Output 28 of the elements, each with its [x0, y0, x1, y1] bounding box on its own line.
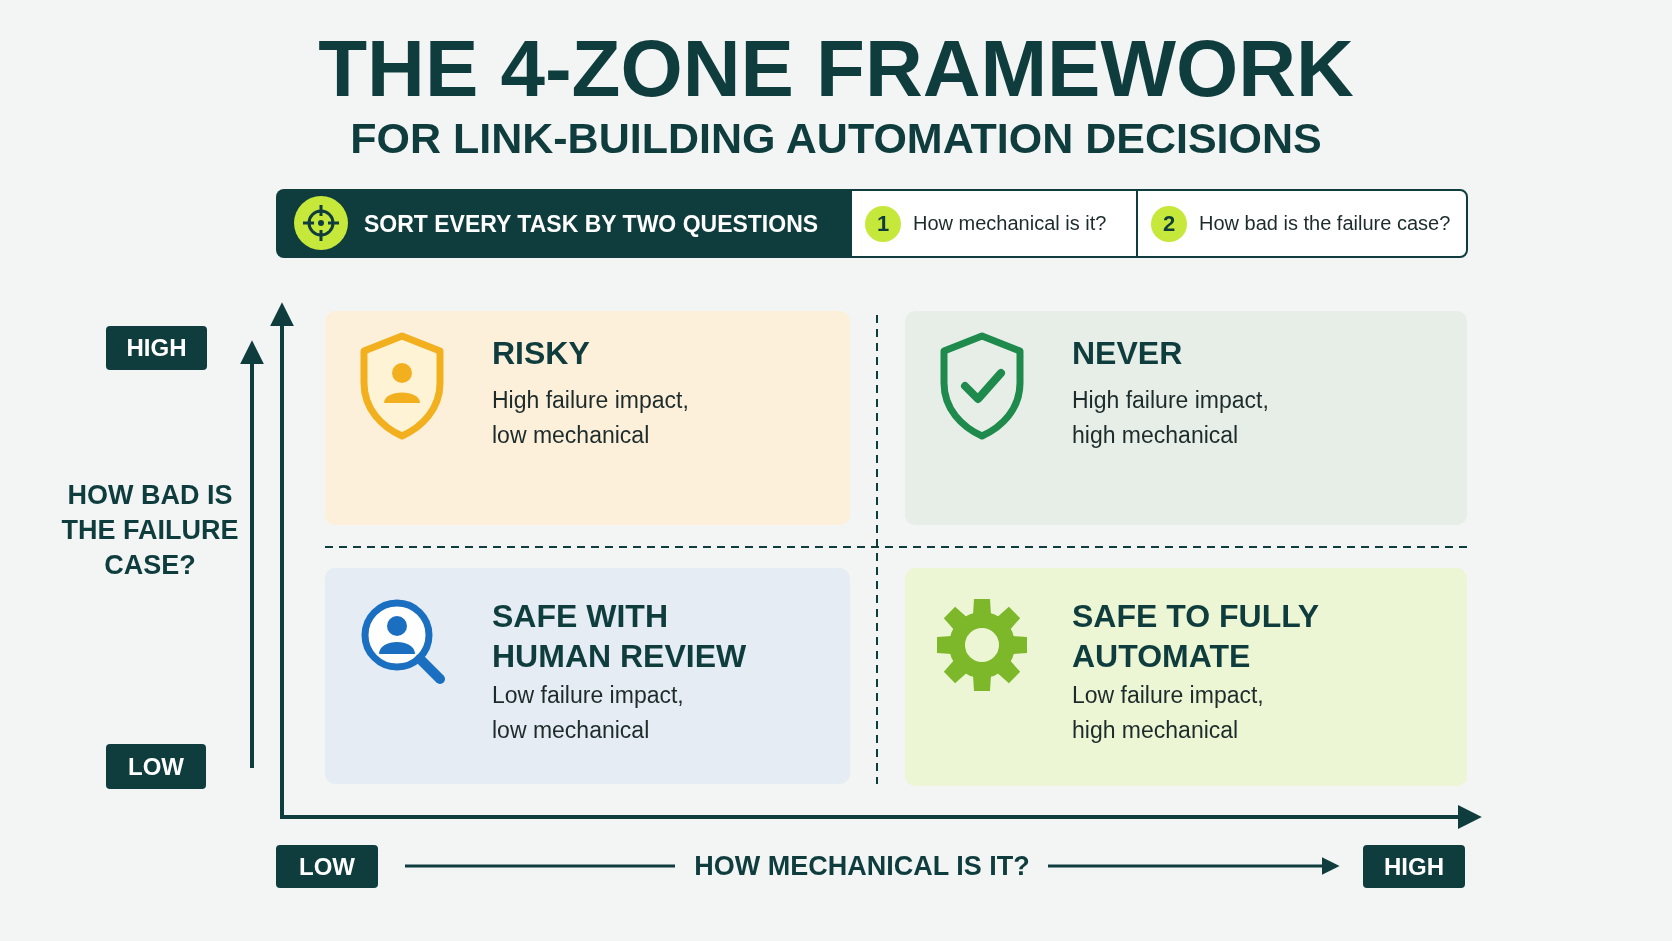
- header-text: SORT EVERY TASK BY TWO QUESTIONS: [364, 210, 819, 239]
- axis-label: LOW: [276, 845, 378, 888]
- axis-label: LOW: [106, 744, 206, 789]
- title: THE 4-ZONE FRAMEWORK: [317, 24, 1355, 114]
- zone-title: SAFE WITH HUMAN REVIEW: [492, 597, 748, 676]
- zone-card: [905, 311, 1467, 525]
- question-text: How bad is the failure case?: [1199, 212, 1451, 235]
- question-panel: [850, 189, 1138, 258]
- zone-card: [325, 311, 850, 525]
- zone-description: High failure impact, low mechanical: [492, 386, 690, 450]
- axis-label: HIGH: [106, 326, 207, 370]
- question-text: How mechanical is it?: [913, 212, 1107, 235]
- zone-description: Low failure impact, low mechanical: [492, 681, 685, 745]
- subtitle: FOR LINK-BUILDING AUTOMATION DECISIONS: [349, 113, 1323, 164]
- zone-title: RISKY: [492, 334, 591, 373]
- zone-description: High failure impact, high mechanical: [1072, 386, 1270, 450]
- axis-title: HOW MECHANICAL IS IT?: [693, 850, 1031, 883]
- zone-title: SAFE TO FULLY AUTOMATE: [1072, 597, 1320, 676]
- question-panel: [1136, 189, 1468, 258]
- axis-title: HOW BAD IS THE FAILURE CASE?: [60, 479, 240, 582]
- zone-description: Low failure impact, high mechanical: [1072, 681, 1265, 745]
- zone-card: [905, 568, 1467, 786]
- number-badge: 1: [865, 205, 901, 242]
- zone-title: NEVER: [1072, 334, 1184, 373]
- zone-card: [325, 568, 850, 784]
- number-badge: 2: [1151, 205, 1187, 242]
- axis-label: HIGH: [1363, 845, 1465, 888]
- header-bar: [276, 189, 852, 258]
